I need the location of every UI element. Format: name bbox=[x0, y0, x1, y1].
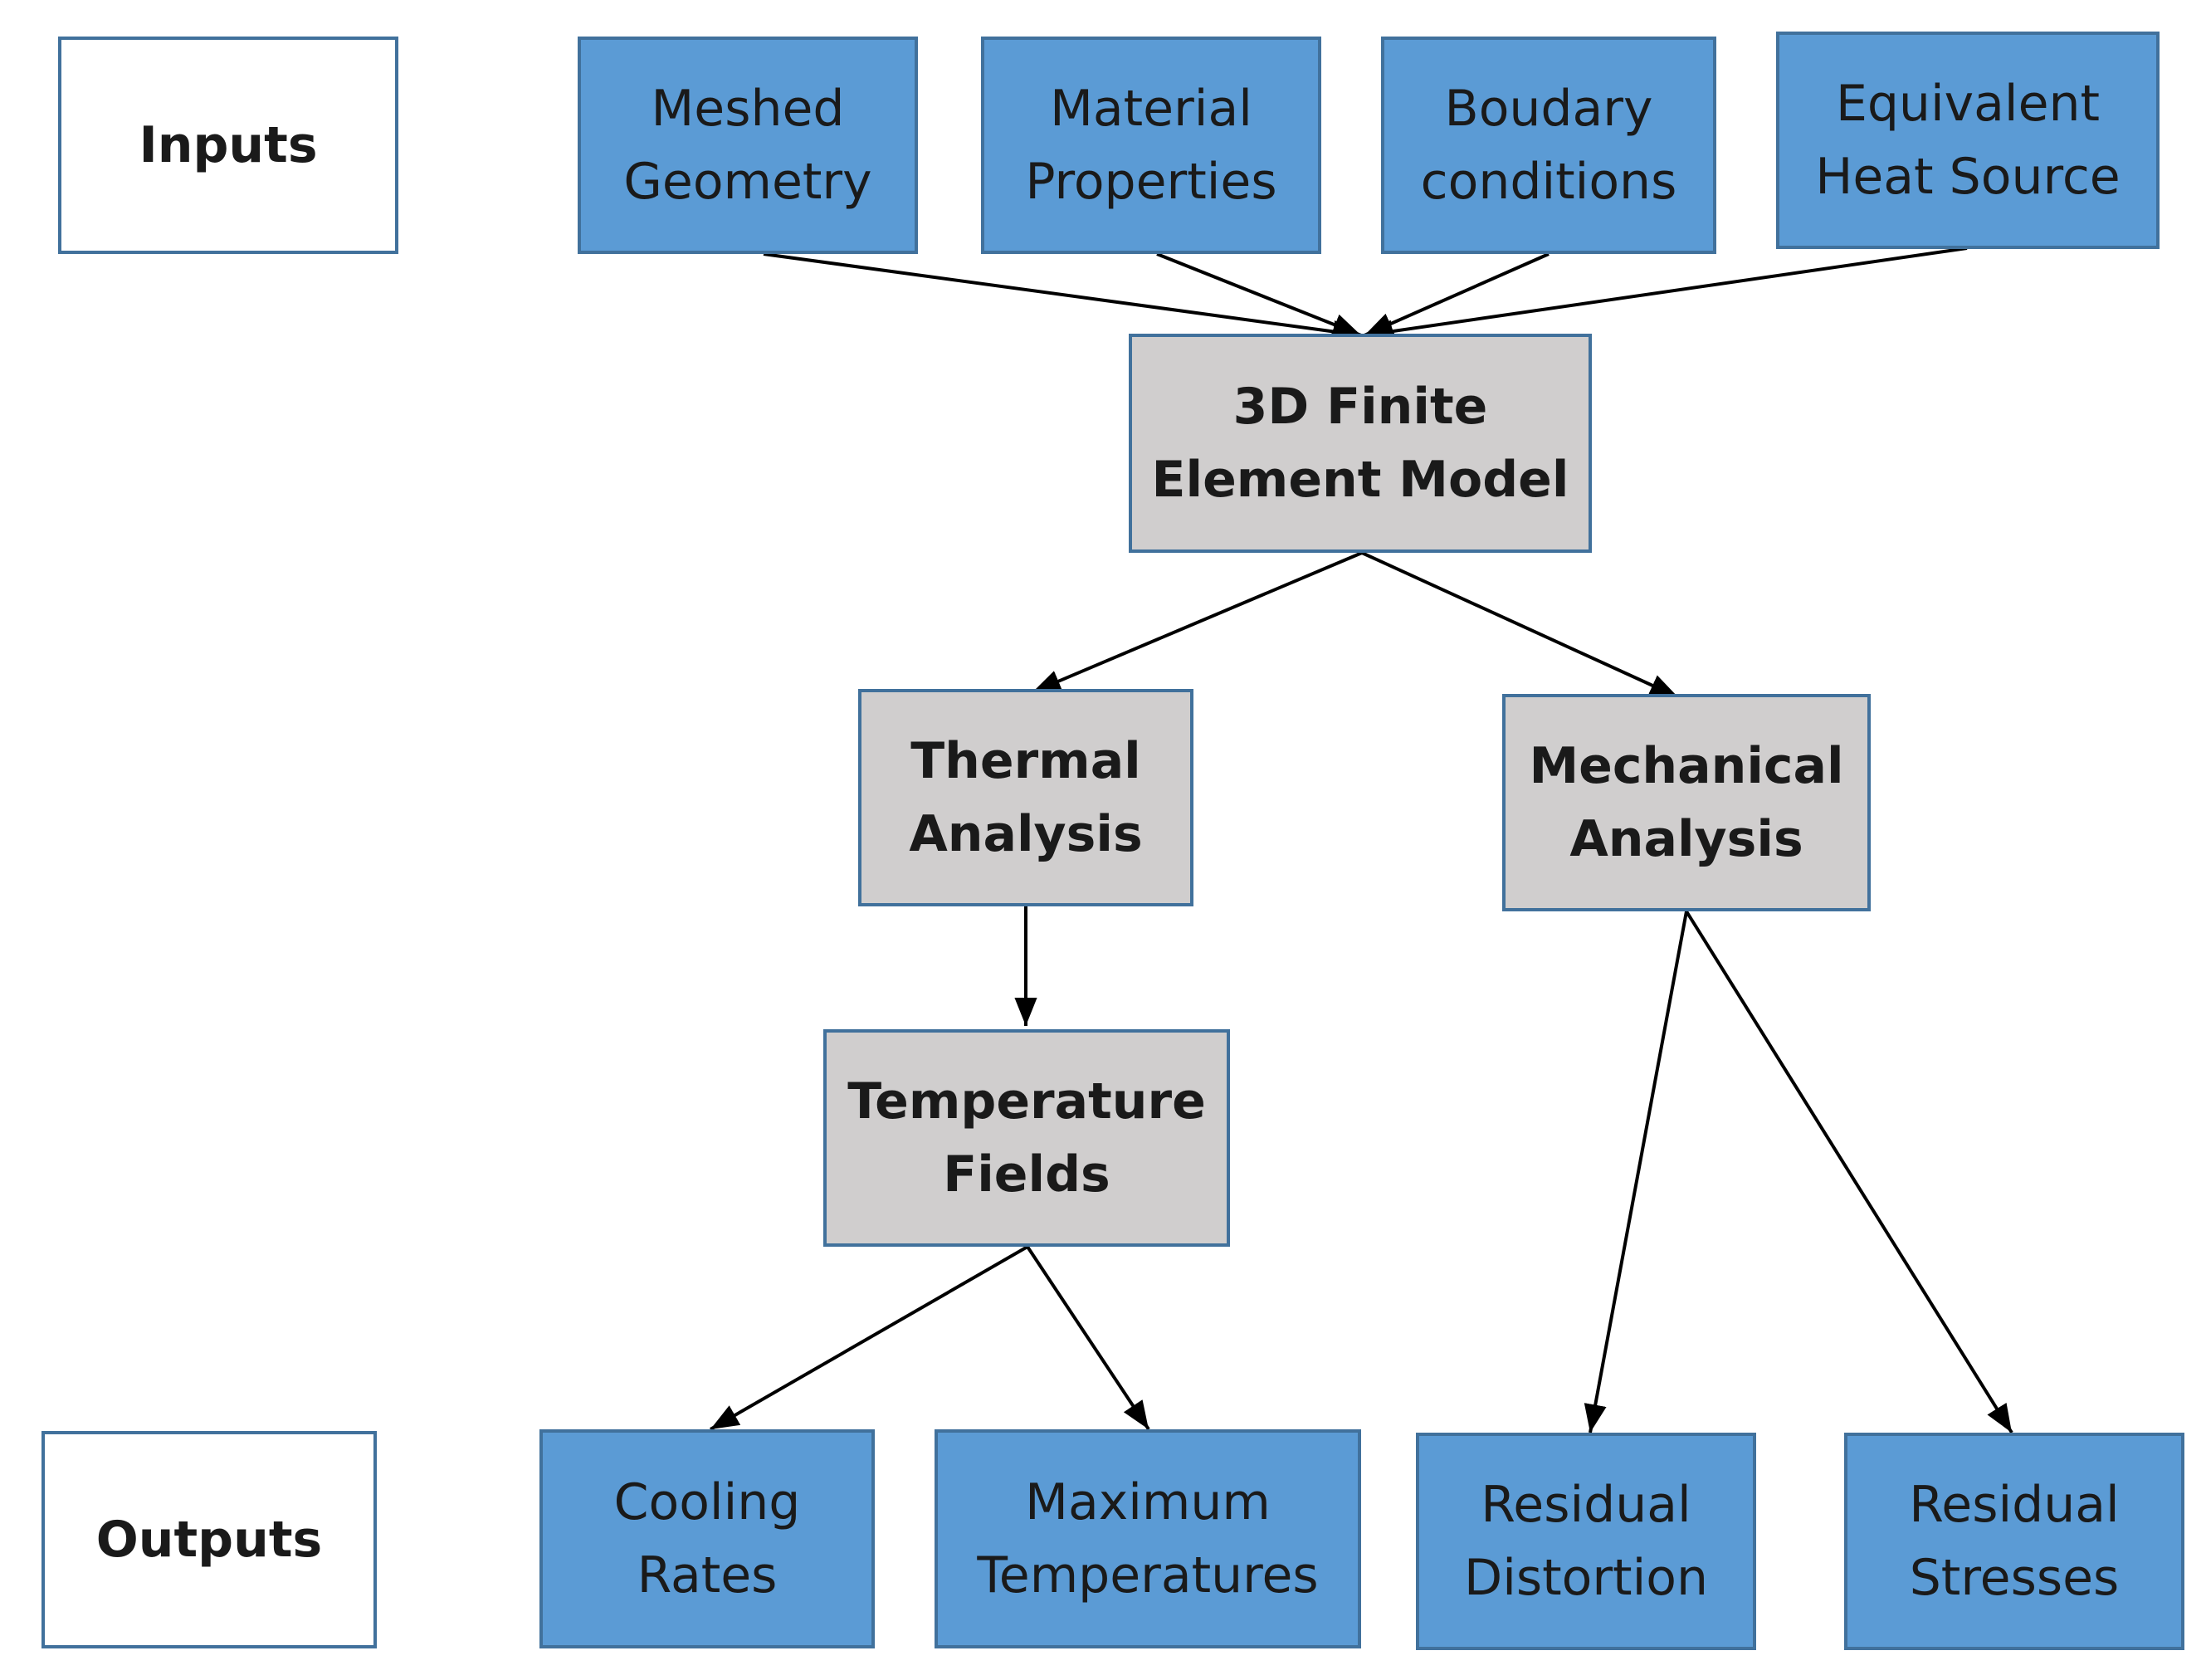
arrow-boundary-to-model bbox=[1364, 252, 1550, 337]
finite-element-model-box: 3D Finite Element Model bbox=[1129, 334, 1592, 553]
output-residual-distortion-line1: Residual bbox=[1481, 1476, 1691, 1534]
finite-element-model-line1: 3D Finite bbox=[1232, 378, 1488, 436]
thermal-analysis-line1: Thermal bbox=[910, 732, 1141, 790]
output-cooling-rates-line1: Cooling bbox=[613, 1473, 801, 1531]
input-meshed-geometry-line1: Meshed bbox=[651, 80, 845, 138]
arrow-model-to-mechanical bbox=[1361, 551, 1679, 699]
output-maximum-temperatures: Maximum Temperatures bbox=[935, 1429, 1361, 1648]
output-maximum-temperatures-line1: Maximum bbox=[1025, 1473, 1271, 1531]
input-boundary-conditions-line2: conditions bbox=[1420, 153, 1677, 211]
temperature-fields-line1: Temperature bbox=[847, 1072, 1206, 1131]
arrow-temperature-to-maximum bbox=[1026, 1245, 1150, 1431]
outputs-label: Outputs bbox=[95, 1511, 323, 1569]
finite-element-model-line2: Element Model bbox=[1151, 451, 1569, 509]
mechanical-analysis-box: Mechanical Analysis bbox=[1502, 694, 1871, 911]
mechanical-analysis-line2: Analysis bbox=[1569, 810, 1803, 868]
arrow-meshed-to-model bbox=[763, 252, 1362, 343]
output-residual-stresses-line2: Stresses bbox=[1909, 1549, 2120, 1607]
input-meshed-geometry-line2: Geometry bbox=[623, 153, 872, 211]
input-equivalent-heat-source: Equivalent Heat Source bbox=[1776, 32, 2160, 249]
arrow-model-to-thermal bbox=[1032, 551, 1363, 694]
temperature-fields-box: Temperature Fields bbox=[823, 1029, 1230, 1247]
input-meshed-geometry: Meshed Geometry bbox=[578, 37, 918, 254]
input-material-properties-line2: Properties bbox=[1025, 153, 1277, 211]
temperature-fields-line2: Fields bbox=[943, 1145, 1110, 1204]
output-cooling-rates: Cooling Rates bbox=[539, 1429, 875, 1648]
thermal-analysis-box: Thermal Analysis bbox=[858, 689, 1193, 906]
input-equivalent-heat-source-line1: Equivalent bbox=[1835, 75, 2101, 133]
output-residual-distortion-line2: Distortion bbox=[1464, 1549, 1708, 1607]
input-material-properties: Material Properties bbox=[981, 37, 1321, 254]
outputs-label-box: Outputs bbox=[41, 1431, 377, 1648]
input-equivalent-heat-source-line2: Heat Source bbox=[1815, 148, 2121, 206]
input-boundary-conditions-line1: Boudary bbox=[1444, 80, 1653, 138]
thermal-analysis-line2: Analysis bbox=[909, 805, 1143, 863]
arrow-mechanical-to-stresses bbox=[1685, 910, 2013, 1434]
arrow-material-to-model bbox=[1156, 252, 1362, 337]
input-boundary-conditions: Boudary conditions bbox=[1381, 37, 1716, 254]
inputs-label-box: Inputs bbox=[58, 37, 398, 254]
mechanical-analysis-line1: Mechanical bbox=[1529, 737, 1844, 795]
output-residual-stresses-line1: Residual bbox=[1909, 1476, 2120, 1534]
output-residual-stresses: Residual Stresses bbox=[1844, 1433, 2184, 1650]
output-maximum-temperatures-line2: Temperatures bbox=[977, 1546, 1319, 1604]
arrow-mechanical-to-distortion bbox=[1584, 911, 1688, 1433]
arrow-heatsource-to-model bbox=[1364, 247, 1968, 343]
inputs-label: Inputs bbox=[139, 116, 318, 174]
output-residual-distortion: Residual Distortion bbox=[1416, 1433, 1756, 1650]
arrow-temperature-to-cooling bbox=[710, 1245, 1028, 1431]
output-cooling-rates-line2: Rates bbox=[637, 1546, 778, 1604]
input-material-properties-line1: Material bbox=[1050, 80, 1252, 138]
